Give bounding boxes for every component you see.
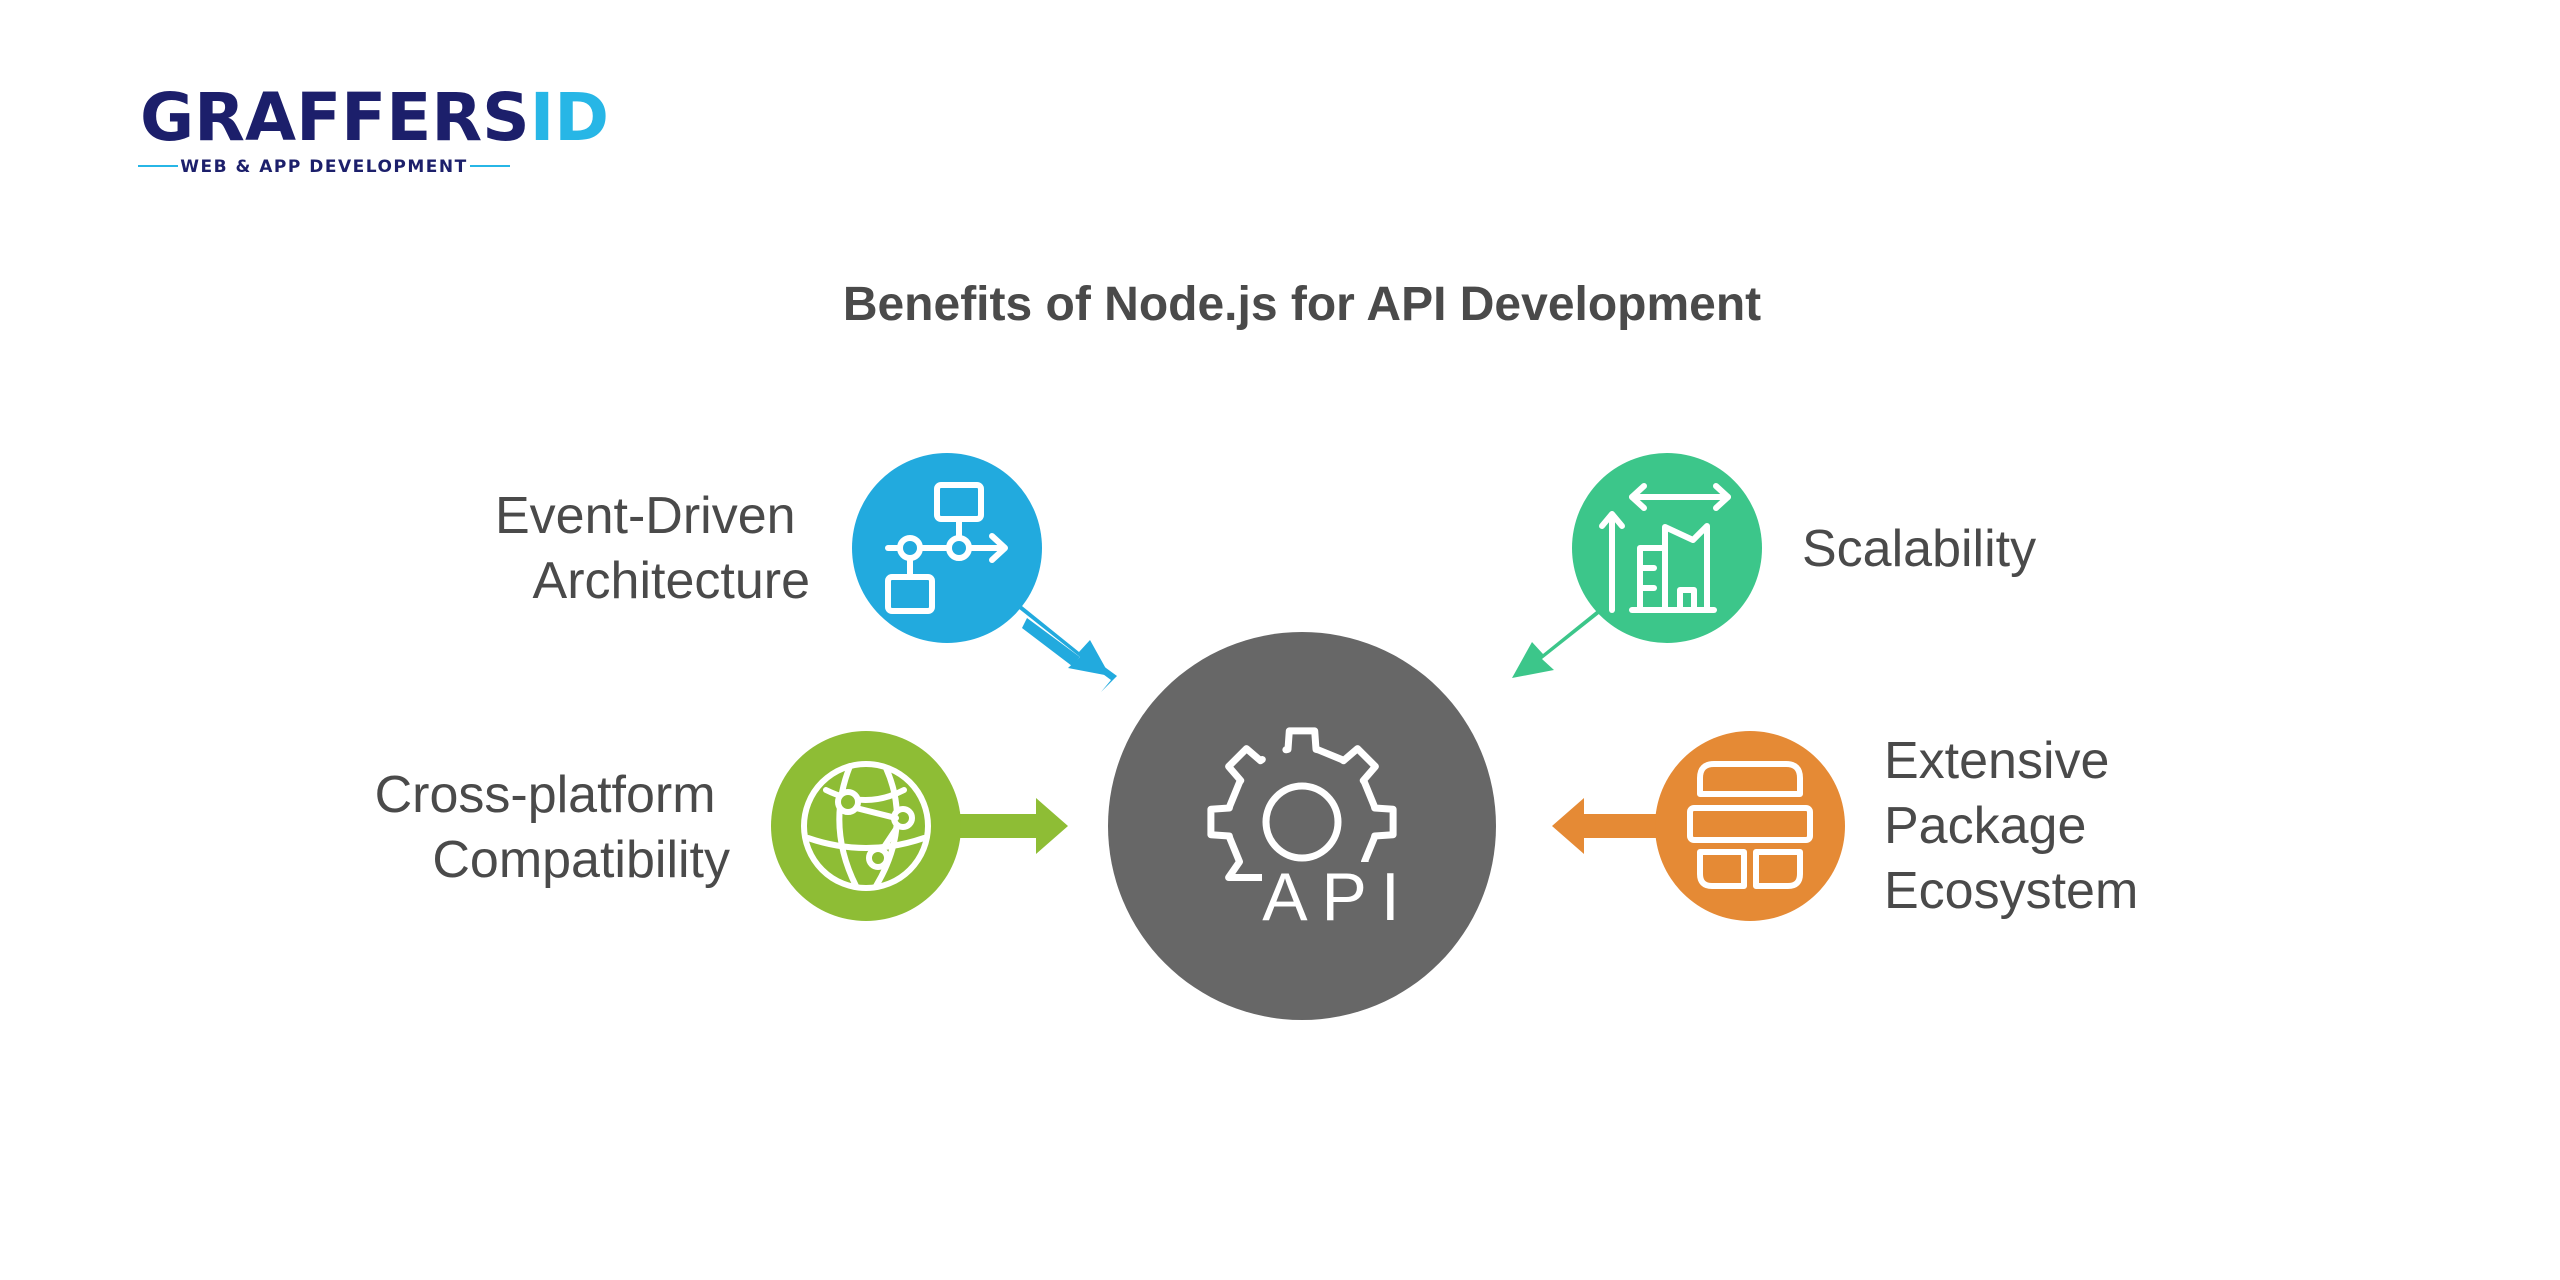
- layout-blocks-icon: [1687, 761, 1813, 889]
- benefit-event-driven: Event-Driven Architecture: [495, 453, 1117, 692]
- gear-icon: [1207, 727, 1397, 881]
- scalability-pointer: [1512, 604, 1605, 678]
- globe-network-icon: [801, 761, 931, 891]
- cross-platform-circle: [771, 731, 961, 921]
- package-ecosystem-label-line1: Extensive: [1884, 732, 2109, 790]
- cross-platform-pointer: [948, 798, 1068, 854]
- cross-platform-label-line1: Cross-platform: [375, 766, 716, 824]
- svg-text:Cross-platform Compatibi: Cross-platform Compatibility: [375, 766, 730, 889]
- benefit-package-ecosystem: Extensive Package Ecosystem: [1552, 731, 2138, 921]
- benefit-scalability: Scalability: [1512, 453, 2036, 678]
- logo-tagline: WEB & APP DEVELOPMENT: [180, 157, 467, 177]
- event-driven-label-line1: Event-Driven: [495, 487, 796, 545]
- svg-text:Extensive Package: Extensive Package Ecosystem: [1884, 732, 2138, 920]
- building-scale-icon: [1599, 483, 1731, 613]
- api-hub: API: [1108, 632, 1496, 1020]
- logo-name-accent: ID: [530, 79, 609, 156]
- api-hub-circle: [1108, 632, 1496, 1020]
- benefit-cross-platform: Cross-platform Compatibility: [375, 731, 1068, 921]
- event-driven-label-line2: Architecture: [533, 552, 810, 610]
- svg-text:GRAFFERSID: GRAFFERSID: [140, 79, 609, 156]
- graffersid-logo: GRAFFERSID WEB & APP DEVELOPMENT: [138, 79, 609, 177]
- svg-text:Event-Driven Architectur: Event-Driven Architecture: [495, 487, 810, 610]
- package-ecosystem-circle: [1655, 731, 1845, 921]
- flowchart-icon: [885, 482, 1008, 614]
- package-ecosystem-label-line3: Ecosystem: [1884, 862, 2138, 920]
- event-driven-pointer: [1022, 618, 1117, 692]
- package-ecosystem-pointer: [1552, 798, 1670, 854]
- logo-name-dark: GRAFFERS: [140, 79, 530, 156]
- api-label: API: [1262, 859, 1414, 935]
- package-ecosystem-label-line2: Package: [1884, 797, 2086, 855]
- scalability-label: Scalability: [1802, 520, 2036, 578]
- cross-platform-label-line2: Compatibility: [432, 831, 730, 889]
- page-title: Benefits of Node.js for API Development: [843, 278, 1761, 331]
